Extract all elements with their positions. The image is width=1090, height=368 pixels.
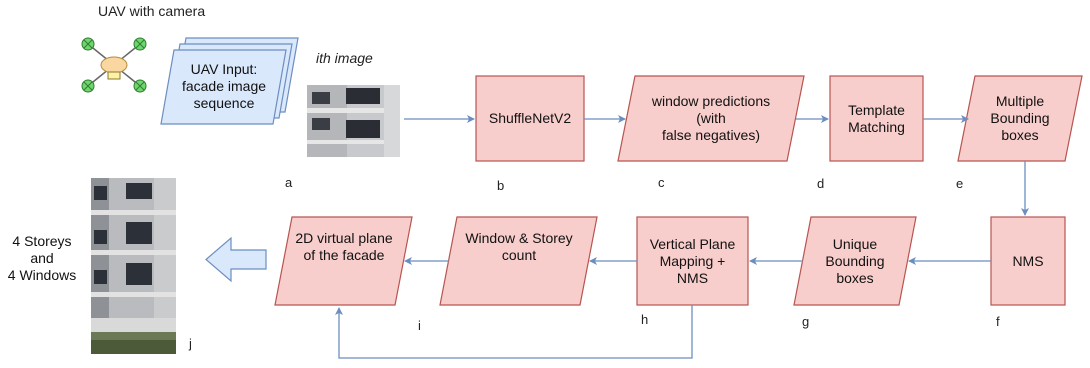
result-building-photo [91,178,176,354]
step-letter-f: f [996,314,1000,329]
step-letter-a: a [285,175,293,190]
feedback-arrow [335,305,693,359]
step-letter-e: e [956,176,964,191]
unique-bbox-box [793,216,917,306]
step-letter-h: h [641,312,649,327]
result-arrow [205,236,267,283]
nms-box [990,216,1066,306]
window-predictions-box [617,75,805,162]
step-letter-g: g [802,314,810,329]
result-label: 4 Storeys and 4 Windows [7,232,77,283]
ith-image-photo [307,85,400,157]
uav-drone-icon [81,37,147,93]
vertical-plane-box [636,216,749,306]
window-predictions-label: window predictions (with false negatives… [651,93,771,143]
virtual-plane-box [274,216,413,306]
window-storey-box [439,216,598,306]
multiple-bbox-label: Multiple Bounding boxes [990,93,1050,143]
template-matching-label: Template Matching [848,101,905,135]
step-letter-i: i [418,318,421,333]
window-storey-label: Window & Storey count [465,230,573,263]
unique-bbox-label: Unique Bounding boxes [825,235,885,286]
shufflenet-label: ShuffleNetV2 [488,110,572,126]
vertical-plane-label: Vertical Plane Mapping + NMS [649,235,736,286]
input-label: UAV Input: facade image sequence [181,60,267,111]
template-matching-box [829,75,924,162]
virtual-plane-label: 2D virtual plane of the facade [295,230,393,263]
step-letter-d: d [817,176,825,191]
step-letter-b: b [497,178,505,193]
input-document-stack [160,37,299,125]
uav-label: UAV with camera [98,3,206,19]
step-letter-j: j [189,336,192,351]
nms-label: NMS [1012,252,1044,269]
multiple-bbox-box [957,75,1083,162]
ith-image-label: ith image [316,50,373,66]
shufflenet-box [475,75,585,162]
step-letter-c: c [658,175,665,190]
